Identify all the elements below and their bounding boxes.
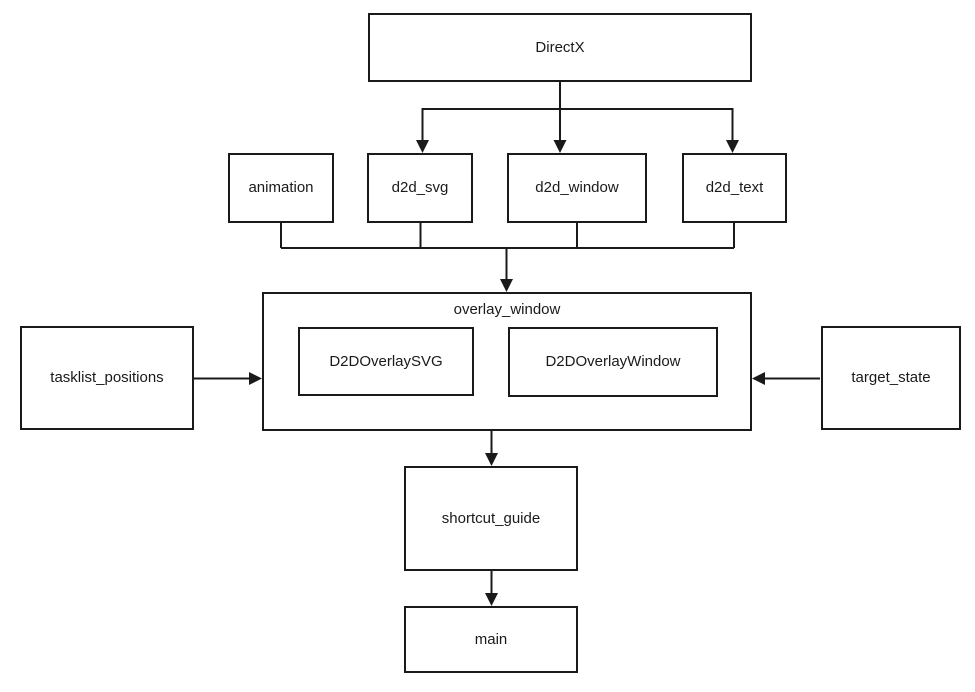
node-overlay-window: overlay_window xyxy=(262,292,752,431)
node-d2d-window: d2d_window xyxy=(507,153,647,223)
node-main: main xyxy=(404,606,578,673)
node-directx: DirectX xyxy=(368,13,752,82)
node-d2d-text-label: d2d_text xyxy=(705,179,764,196)
arrowhead-into-shortcut-guide xyxy=(485,453,498,466)
arrowhead-into-d2d-svg xyxy=(416,140,429,153)
arrowhead-into-overlay-top xyxy=(500,279,513,292)
arrowhead-into-overlay-left xyxy=(249,372,262,385)
arrowhead-into-main xyxy=(485,593,498,606)
node-d2d-overlay-svg-label: D2DOverlaySVG xyxy=(329,352,443,370)
node-main-label: main xyxy=(474,630,508,648)
arrowhead-into-overlay-right xyxy=(752,372,765,385)
node-d2d-overlay-window-label: D2DOverlayWindow xyxy=(545,353,681,370)
node-d2d-svg-label: d2d_svg xyxy=(391,179,449,196)
node-d2d-text: d2d_text xyxy=(682,153,787,223)
node-target-state-label: target_state xyxy=(851,369,931,386)
arrowhead-into-d2d-window xyxy=(553,140,567,153)
node-d2d-window-label: d2d_window xyxy=(535,179,619,196)
node-tasklist-positions: tasklist_positions xyxy=(20,326,194,430)
node-animation-label: animation xyxy=(248,179,314,196)
node-tasklist-positions-label: tasklist_positions xyxy=(50,369,164,386)
node-shortcut-guide: shortcut_guide xyxy=(404,466,578,571)
node-d2d-svg: d2d_svg xyxy=(367,153,473,223)
node-animation: animation xyxy=(228,153,334,223)
node-shortcut-guide-label: shortcut_guide xyxy=(441,509,541,527)
node-directx-label: DirectX xyxy=(535,38,585,56)
node-overlay-window-label: overlay_window xyxy=(453,301,561,318)
arrowhead-into-d2d-text xyxy=(726,140,739,153)
node-d2d-overlay-svg: D2DOverlaySVG xyxy=(298,327,474,396)
node-target-state: target_state xyxy=(821,326,961,430)
node-d2d-overlay-window: D2DOverlayWindow xyxy=(508,327,718,397)
